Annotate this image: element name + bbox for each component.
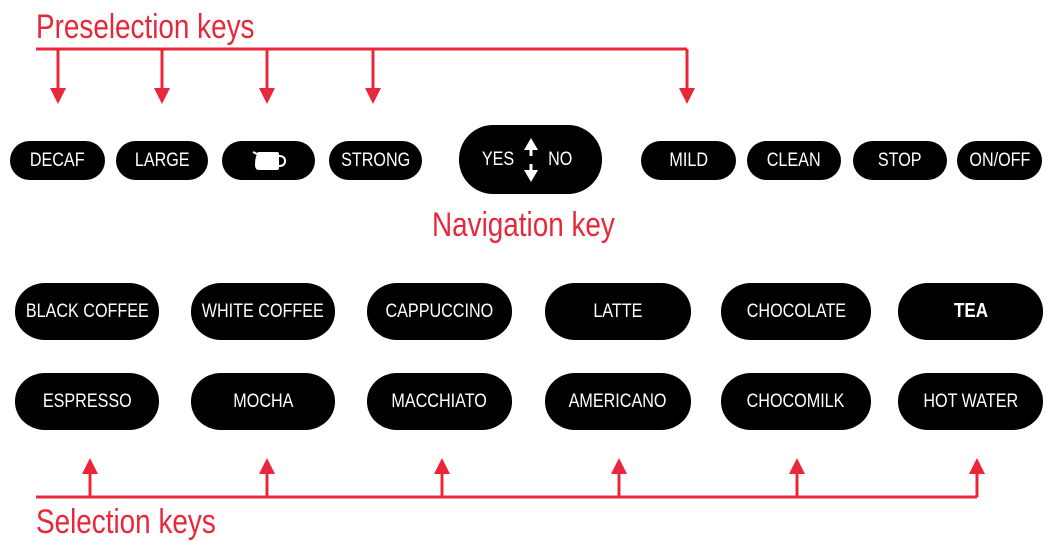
navigation-key[interactable]: YES NO bbox=[459, 125, 602, 194]
clean-key-label: CLEAN bbox=[767, 149, 821, 171]
black-coffee-key-label: BLACK COFFEE bbox=[25, 300, 149, 322]
clean-key[interactable]: CLEAN bbox=[747, 141, 841, 180]
hot-water-key-label: HOT WATER bbox=[923, 390, 1018, 412]
tea-key-label: TEA bbox=[953, 300, 988, 322]
selection-arrowhead-2 bbox=[259, 458, 275, 474]
selection-keys-label: Selection keys bbox=[36, 503, 216, 541]
no-label: NO bbox=[547, 148, 572, 170]
cappuccino-key-label: CAPPUCCINO bbox=[385, 300, 494, 322]
americano-key[interactable]: AMERICANO bbox=[545, 373, 691, 430]
mocha-key-label: MOCHA bbox=[232, 390, 294, 412]
jug-icon bbox=[252, 150, 286, 170]
decaf-key-label: DECAF bbox=[30, 149, 85, 171]
selection-arrowhead-1 bbox=[82, 458, 98, 474]
chocolate-key-label: CHOCOLATE bbox=[746, 300, 846, 322]
selection-arrowhead-4 bbox=[611, 458, 627, 474]
tea-key[interactable]: TEA bbox=[898, 283, 1043, 340]
americano-key-label: AMERICANO bbox=[569, 390, 667, 412]
chocolate-key[interactable]: CHOCOLATE bbox=[721, 283, 871, 340]
latte-key[interactable]: LATTE bbox=[545, 283, 691, 340]
on-off-key[interactable]: ON/OFF bbox=[957, 141, 1042, 180]
selection-arrowhead-3 bbox=[434, 458, 450, 474]
chocomilk-key[interactable]: CHOCOMILK bbox=[721, 373, 871, 430]
preselection-arrowhead-5 bbox=[679, 88, 695, 104]
preselection-arrowhead-3 bbox=[259, 88, 275, 104]
strong-key-label: STRONG bbox=[340, 149, 411, 171]
espresso-key-label: ESPRESSO bbox=[42, 390, 132, 412]
white-coffee-key[interactable]: WHITE COFFEE bbox=[191, 283, 335, 340]
latte-key-label: LATTE bbox=[593, 300, 643, 322]
hot-water-key[interactable]: HOT WATER bbox=[898, 373, 1043, 430]
preselection-arrowhead-4 bbox=[365, 88, 381, 104]
cappuccino-key[interactable]: CAPPUCCINO bbox=[367, 283, 512, 340]
espresso-key[interactable]: ESPRESSO bbox=[15, 373, 159, 430]
stop-key[interactable]: STOP bbox=[853, 141, 947, 180]
decaf-key[interactable]: DECAF bbox=[10, 141, 105, 180]
stop-key-label: STOP bbox=[878, 149, 922, 171]
macchiato-key-label: MACCHIATO bbox=[391, 390, 488, 412]
yes-label: YES bbox=[481, 148, 515, 170]
black-coffee-key[interactable]: BLACK COFFEE bbox=[15, 283, 159, 340]
macchiato-key[interactable]: MACCHIATO bbox=[367, 373, 512, 430]
selection-arrowhead-6 bbox=[969, 458, 985, 474]
navigation-key-label: Navigation key bbox=[432, 206, 615, 244]
strong-key[interactable]: STRONG bbox=[329, 141, 422, 180]
chocomilk-key-label: CHOCOMILK bbox=[747, 390, 845, 412]
jug-key[interactable] bbox=[222, 141, 315, 180]
mild-key-label: MILD bbox=[669, 149, 708, 171]
large-key-label: LARGE bbox=[134, 149, 190, 171]
up-down-arrows-icon bbox=[524, 137, 539, 182]
mocha-key[interactable]: MOCHA bbox=[191, 373, 335, 430]
preselection-arrowhead-1 bbox=[50, 88, 66, 104]
mild-key[interactable]: MILD bbox=[641, 141, 736, 180]
large-key[interactable]: LARGE bbox=[116, 141, 208, 180]
white-coffee-key-label: WHITE COFFEE bbox=[201, 300, 325, 322]
preselection-keys-label: Preselection keys bbox=[36, 8, 255, 46]
selection-arrowhead-5 bbox=[789, 458, 805, 474]
on-off-key-label: ON/OFF bbox=[968, 149, 1031, 171]
preselection-arrowhead-2 bbox=[154, 88, 170, 104]
